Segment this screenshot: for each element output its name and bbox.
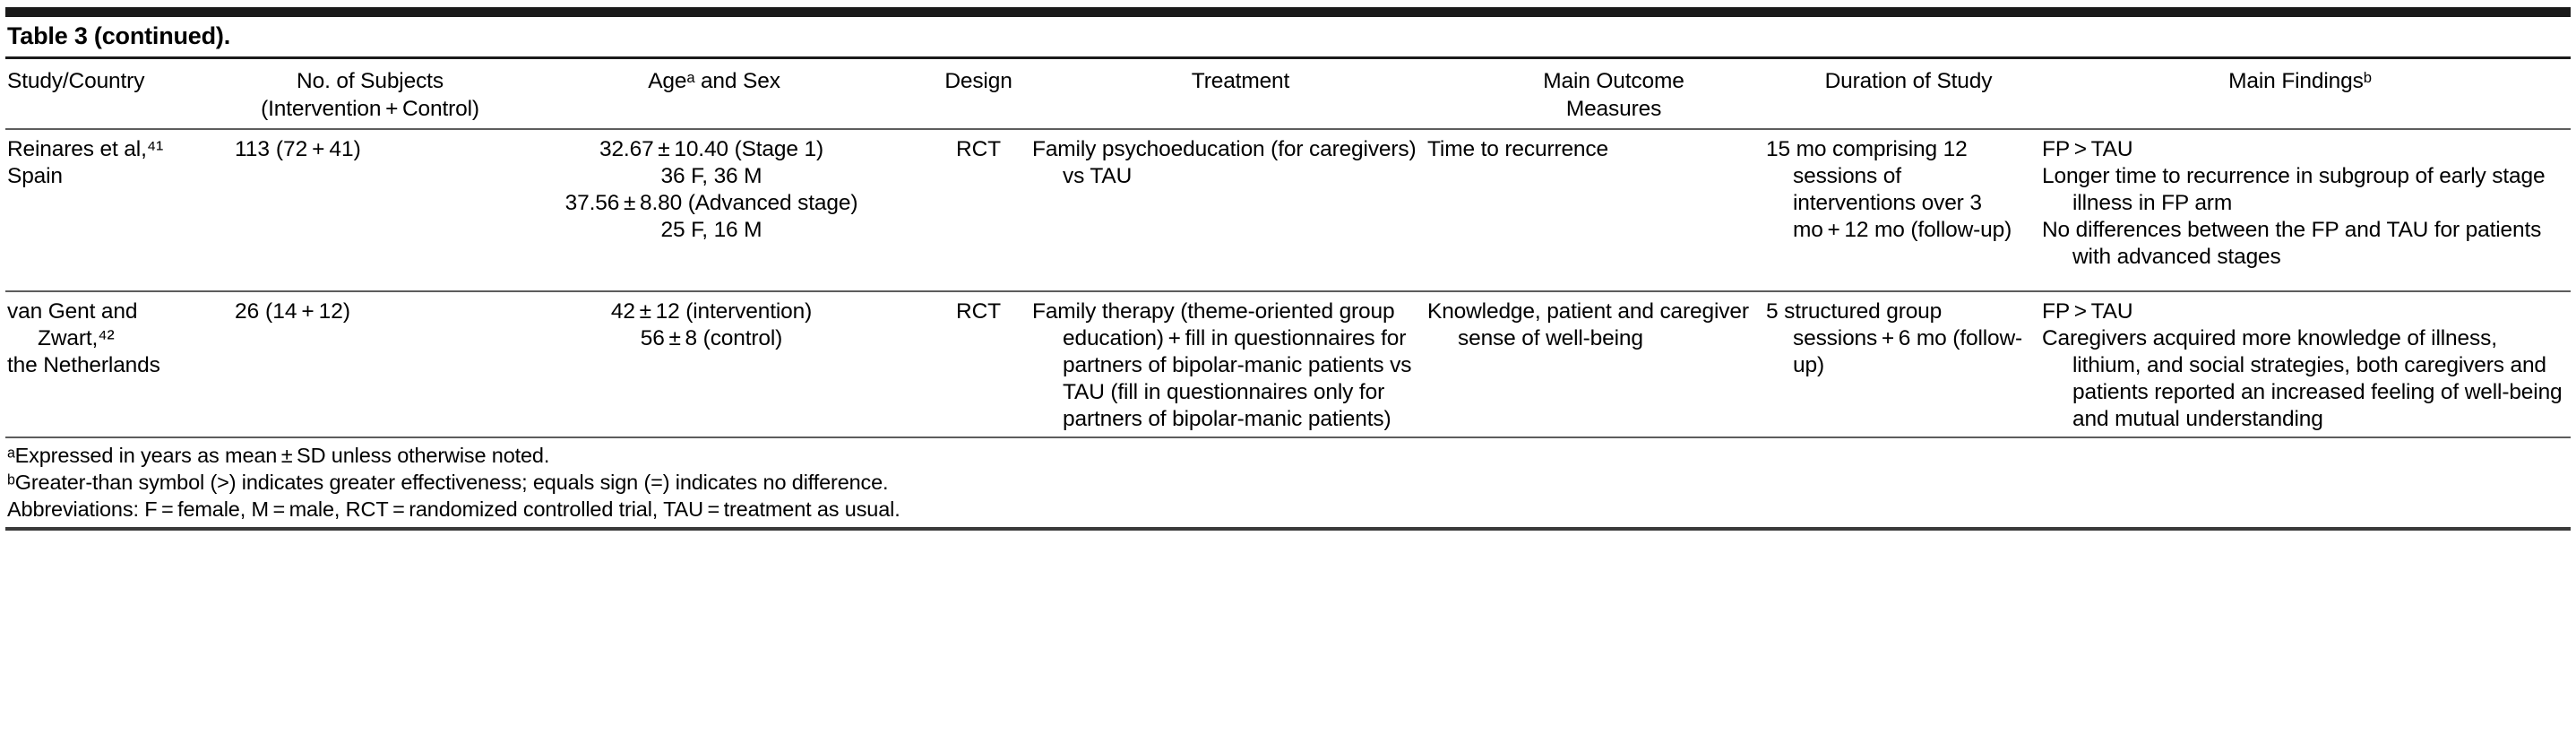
table-footnotes: ᵃExpressed in years as mean ± SD unless … xyxy=(5,438,2571,527)
country-line: Spain xyxy=(7,163,63,188)
column-header-main-outcome-measures: Main Outcome Measures xyxy=(1440,67,1788,123)
finding-line-1: FP > TAU xyxy=(2042,298,2133,324)
cell-age-and-sex: 42 ± 12 (intervention) 56 ± 8 (control) xyxy=(513,298,916,352)
subjects-value: 26 (14 + 12) xyxy=(235,298,350,324)
finding-line-2: Longer time to recurrence in subgroup of… xyxy=(2042,163,2546,215)
column-header-duration-of-study: Duration of Study xyxy=(1788,67,2029,123)
age-line-1: 42 ± 12 (intervention) xyxy=(610,298,813,324)
cell-design: RCT xyxy=(916,298,1041,325)
table-bottom-rule xyxy=(5,526,2571,531)
finding-line-1: FP > TAU xyxy=(2042,136,2133,161)
caption-rule xyxy=(5,56,2571,59)
finding-line-2: Caregivers acquired more knowledge of il… xyxy=(2042,325,2563,431)
header-bottom-line-duration: Duration of Study xyxy=(1824,68,1993,93)
column-header-age-and-sex: Ageᵃ and Sex xyxy=(513,67,916,123)
column-header-design: Design xyxy=(916,67,1041,123)
column-header-main-findings: Main Findingsᵇ xyxy=(2029,67,2571,123)
table-row: Reinares et al,⁴¹ Spain 113 (72 + 41) 32… xyxy=(5,130,2571,274)
cell-study-country: Reinares et al,⁴¹ Spain xyxy=(5,136,228,190)
table-container: Table 3 (continued). Study/Country No. o… xyxy=(0,7,2576,752)
footnote-a: ᵃExpressed in years as mean ± SD unless … xyxy=(7,443,550,467)
table-caption: Table 3 (continued). xyxy=(7,22,231,49)
design-value: RCT xyxy=(956,136,1001,161)
header-bottom-line-age: Ageᵃ and Sex xyxy=(648,68,780,93)
header-bottom-line-study: Study/Country xyxy=(7,68,145,93)
finding-line-3: No differences between the FP and TAU fo… xyxy=(2042,217,2542,269)
age-line-2: 36 F, 36 M xyxy=(660,163,762,188)
cell-duration-of-study: 15 mo comprising 12 sessions of interven… xyxy=(1766,136,2012,242)
footnote-abbreviations: Abbreviations: F = female, M = male, RCT… xyxy=(7,497,900,521)
footnote-b: ᵇGreater-than symbol (>) indicates great… xyxy=(7,470,889,494)
age-line-3: 37.56 ± 8.80 (Advanced stage) xyxy=(564,190,858,215)
cell-treatment: Family therapy (theme-oriented group edu… xyxy=(1032,298,1412,431)
cell-no-of-subjects: 26 (14 + 12) xyxy=(228,298,513,325)
cell-main-findings: FP > TAU Longer time to recurrence in su… xyxy=(2029,136,2571,271)
header-bottom-line-treatment: Treatment xyxy=(1191,68,1290,93)
age-line-1: 32.67 ± 10.40 (Stage 1) xyxy=(599,136,823,161)
cell-study-country: van Gent and Zwart,⁴² the Netherlands xyxy=(5,298,228,379)
cell-main-findings: FP > TAU Caregivers acquired more knowle… xyxy=(2029,298,2571,433)
header-rule xyxy=(5,127,2571,130)
study-line-2: Zwart,⁴² xyxy=(38,325,115,350)
cell-design: RCT xyxy=(916,136,1041,163)
table-top-rule xyxy=(5,7,2571,17)
header-top-line-subjects: No. of Subjects xyxy=(297,68,444,93)
column-header-no-of-subjects: No. of Subjects (Intervention + Control) xyxy=(228,67,513,123)
header-bottom-line-outcome: Measures xyxy=(1565,96,1662,121)
cell-main-outcome-measures: Time to recurrence xyxy=(1427,136,1608,161)
column-header-study-country: Study/Country xyxy=(5,67,228,123)
table-header-row: Study/Country No. of Subjects (Intervent… xyxy=(5,59,2571,128)
cell-treatment: Family psychoeducation (for caregivers) … xyxy=(1032,136,1417,188)
age-line-4: 25 F, 16 M xyxy=(660,217,762,242)
study-line: Reinares et al,⁴¹ xyxy=(7,136,164,161)
row-spacer xyxy=(5,274,2571,290)
table-row: van Gent and Zwart,⁴² the Netherlands 26… xyxy=(5,292,2571,437)
header-top-line-outcome: Main Outcome xyxy=(1543,68,1684,93)
body-bottom-rule xyxy=(5,436,2571,438)
cell-duration-of-study: 5 structured group sessions + 6 mo (foll… xyxy=(1766,298,2023,377)
design-value: RCT xyxy=(956,298,1001,324)
country-line: the Netherlands xyxy=(7,352,160,377)
study-line-1: van Gent and xyxy=(7,298,138,324)
header-bottom-line-findings: Main Findingsᵇ xyxy=(2228,68,2372,93)
column-header-treatment: Treatment xyxy=(1041,67,1440,123)
header-bottom-line-subjects: (Intervention + Control) xyxy=(261,96,479,121)
row-separator-rule xyxy=(5,290,2571,292)
subjects-value: 113 (72 + 41) xyxy=(235,136,361,161)
cell-main-outcome-measures: Knowledge, patient and caregiver sense o… xyxy=(1427,298,1749,350)
cell-age-and-sex: 32.67 ± 10.40 (Stage 1) 36 F, 36 M 37.56… xyxy=(513,136,916,244)
age-line-2: 56 ± 8 (control) xyxy=(640,325,783,350)
header-bottom-line-design: Design xyxy=(944,68,1012,93)
cell-no-of-subjects: 113 (72 + 41) xyxy=(228,136,513,163)
